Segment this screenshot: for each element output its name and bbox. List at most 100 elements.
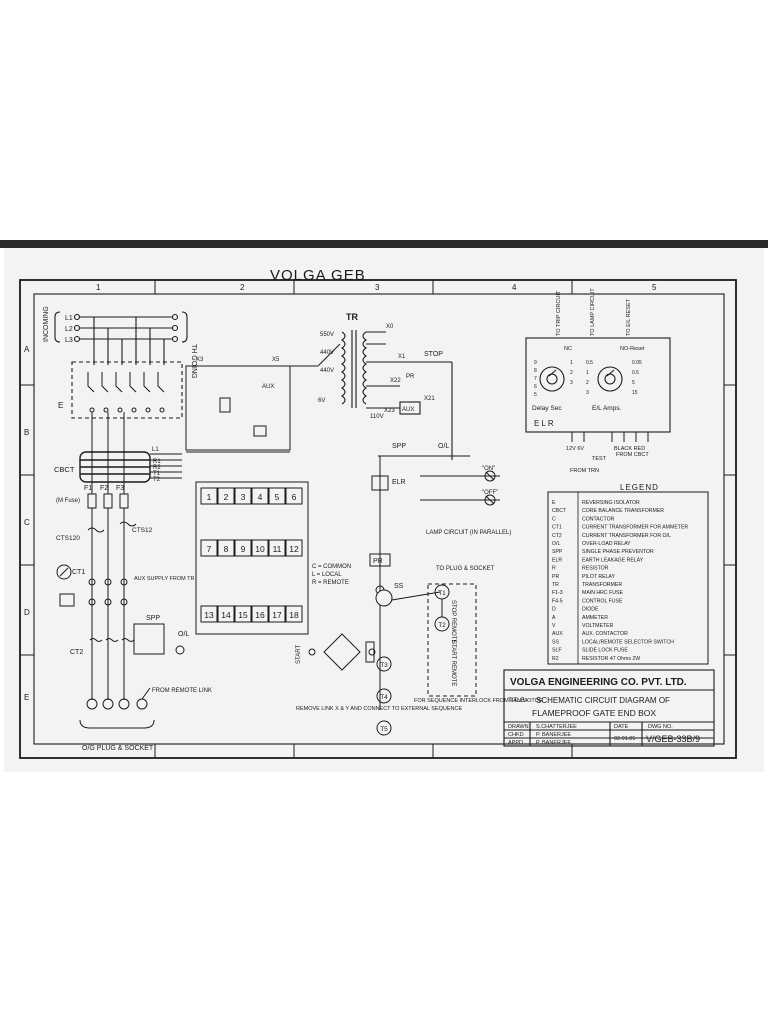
drawn-label: DRAWN — [508, 724, 529, 730]
terminal-9: 9 — [241, 544, 246, 554]
legend-desc: RESISTOR — [582, 566, 609, 572]
isolator-label: E — [58, 401, 63, 410]
appd-by: P. BANERJEE — [536, 740, 571, 746]
stop-remote-label: STOP REMOTE — [450, 600, 456, 643]
ol-label: O/L — [438, 443, 449, 450]
elr-cores: BLACK RED — [614, 446, 645, 452]
relay-line-r2: R2 — [153, 465, 161, 471]
spp-label: SPP — [392, 443, 406, 450]
terminal-8: 8 — [224, 544, 229, 554]
ct2-label: CT2 — [70, 649, 83, 656]
tap-550v: 550V — [320, 332, 334, 338]
zone-5: 5 — [652, 283, 657, 292]
elr-supply: 12V 6V — [566, 446, 584, 452]
chkd-by: P. BANERJEE — [536, 732, 571, 738]
legend-desc: RESISTOR 47 Ohms 2W — [582, 656, 640, 662]
chkd-label: CHKD — [508, 732, 524, 738]
row-c: C — [24, 518, 30, 527]
legend-abbr: V — [552, 623, 556, 629]
inner-border — [33, 293, 725, 745]
row-e: E — [24, 693, 29, 702]
lamp-circuit-label: LAMP CIRCUIT (IN PARALLEL) — [426, 530, 511, 536]
legend-abbr: O/L — [552, 541, 560, 547]
relay-line-t1: T1 — [153, 471, 161, 477]
elr-no-reset: NO-Reset — [620, 346, 645, 352]
terminal-16: 16 — [255, 610, 265, 620]
legend-abbr: SPP — [552, 549, 563, 555]
sheet-heading: VOLGA GEB — [270, 267, 366, 284]
legend-abbr: ELR — [552, 557, 562, 563]
tap-x22: X22 — [390, 378, 401, 384]
tap-440v-a: 440V — [320, 350, 334, 356]
aux-supply-label: AUX SUPPLY FROM TR — [134, 576, 195, 582]
zone-2: 2 — [240, 283, 245, 292]
legend-abbr: R — [552, 566, 556, 572]
terminal-row-1 — [200, 487, 303, 623]
legend-desc: CURRENT TRANSFORMER FOR O/L — [582, 533, 671, 539]
outer-border — [19, 279, 737, 759]
terminal-13: 13 — [204, 610, 214, 620]
legend-common: C = COMMON — [312, 564, 351, 570]
terminal-14: 14 — [221, 610, 231, 620]
terminal-t4: T4 — [380, 694, 388, 701]
legend-abbr: CT2 — [552, 533, 562, 539]
schematic-sheet: 1 2 3 4 5 A B C D E VOLGA GEB INCOMING T… — [0, 240, 768, 772]
stop-label: STOP — [424, 351, 443, 358]
legend-desc: OVER-LOAD RELAY — [582, 541, 631, 547]
pr-contact-label: PR — [406, 374, 415, 380]
terminal-t2: T2 — [438, 622, 446, 629]
legend-desc: AUX. CONTACTOR — [582, 631, 628, 637]
terminal-5: 5 — [275, 492, 280, 502]
legend-abbr: F1-3 — [552, 590, 563, 596]
legend-desc: SLIDE LOCK FUSE — [582, 648, 628, 654]
legend-desc: CURRENT TRANSFORMER FOR AMMETER — [582, 525, 688, 531]
terminal-17: 17 — [272, 610, 282, 620]
svg-text:1: 1 — [586, 370, 589, 376]
svg-text:5: 5 — [534, 392, 537, 398]
legend-abbr: D — [552, 607, 556, 613]
terminal-12: 12 — [289, 544, 299, 554]
elr-test: TEST — [592, 456, 607, 462]
legend-abbr: E — [552, 500, 556, 506]
start-remote-label: START REMOTE — [450, 640, 456, 686]
legend-desc: AMMETER — [582, 615, 608, 621]
elr-top-trip: TO TRIP CIRCUIT — [556, 290, 562, 336]
elr-from-cbct: FROM CBCT — [616, 452, 649, 458]
elr-from-trn: FROM TRN — [570, 468, 599, 474]
legend-desc: CONTACTOR — [582, 516, 615, 522]
label-x3: X3 — [196, 357, 204, 363]
terminal-board — [195, 481, 309, 635]
drawn-by: S.CHATTERJEE — [536, 724, 577, 730]
elr-top-reset: TO E/L RESET — [626, 298, 632, 336]
svg-text:5: 5 — [632, 380, 635, 386]
date-label: DATE — [614, 724, 629, 730]
terminal-6: 6 — [292, 492, 297, 502]
legend-desc: PILOT RELAY — [582, 574, 616, 580]
sequence-note: FOR SEQUENCE INTERLOCK FROM FAN MOTOR — [414, 698, 543, 704]
legend-abbr: C — [552, 516, 556, 522]
spp-left-label: SPP — [146, 615, 160, 622]
tap-x23: X23 — [384, 408, 395, 414]
drawing-number: V/GEB-33B/9 — [646, 734, 700, 744]
legend-desc: REVERSING ISOLATOR — [582, 500, 640, 506]
legend-abbr: PR — [552, 574, 559, 580]
aux-box-label: AUX — [402, 407, 414, 413]
lamp-on-label: "ON" — [482, 466, 495, 472]
drawing-title-2: FLAMEPROOF GATE END BOX — [532, 708, 656, 718]
legend-local: L = LOCAL — [312, 572, 342, 578]
legend-abbr: TR — [552, 582, 559, 588]
relay-line-r1: R1 — [153, 459, 161, 465]
cts120-label: CTS120 — [56, 535, 80, 542]
elr-delay: Delay Sec — [532, 405, 562, 412]
zone-3: 3 — [375, 283, 380, 292]
elr-nc: NC — [564, 346, 572, 352]
legend-abbr: F4-5 — [552, 598, 563, 604]
remove-link-note: REMOVE LINK X & Y AND CONNECT TO EXTERNA… — [296, 706, 462, 712]
terminal-3: 3 — [241, 492, 246, 502]
company-name: VOLGA ENGINEERING CO. PVT. LTD. — [510, 677, 687, 688]
legend-abbr: AUX — [552, 631, 563, 637]
svg-text:6: 6 — [534, 384, 537, 390]
legend-desc: LOCAL/REMOTE SELECTOR SWITCH — [582, 639, 674, 645]
svg-text:2: 2 — [570, 370, 573, 376]
